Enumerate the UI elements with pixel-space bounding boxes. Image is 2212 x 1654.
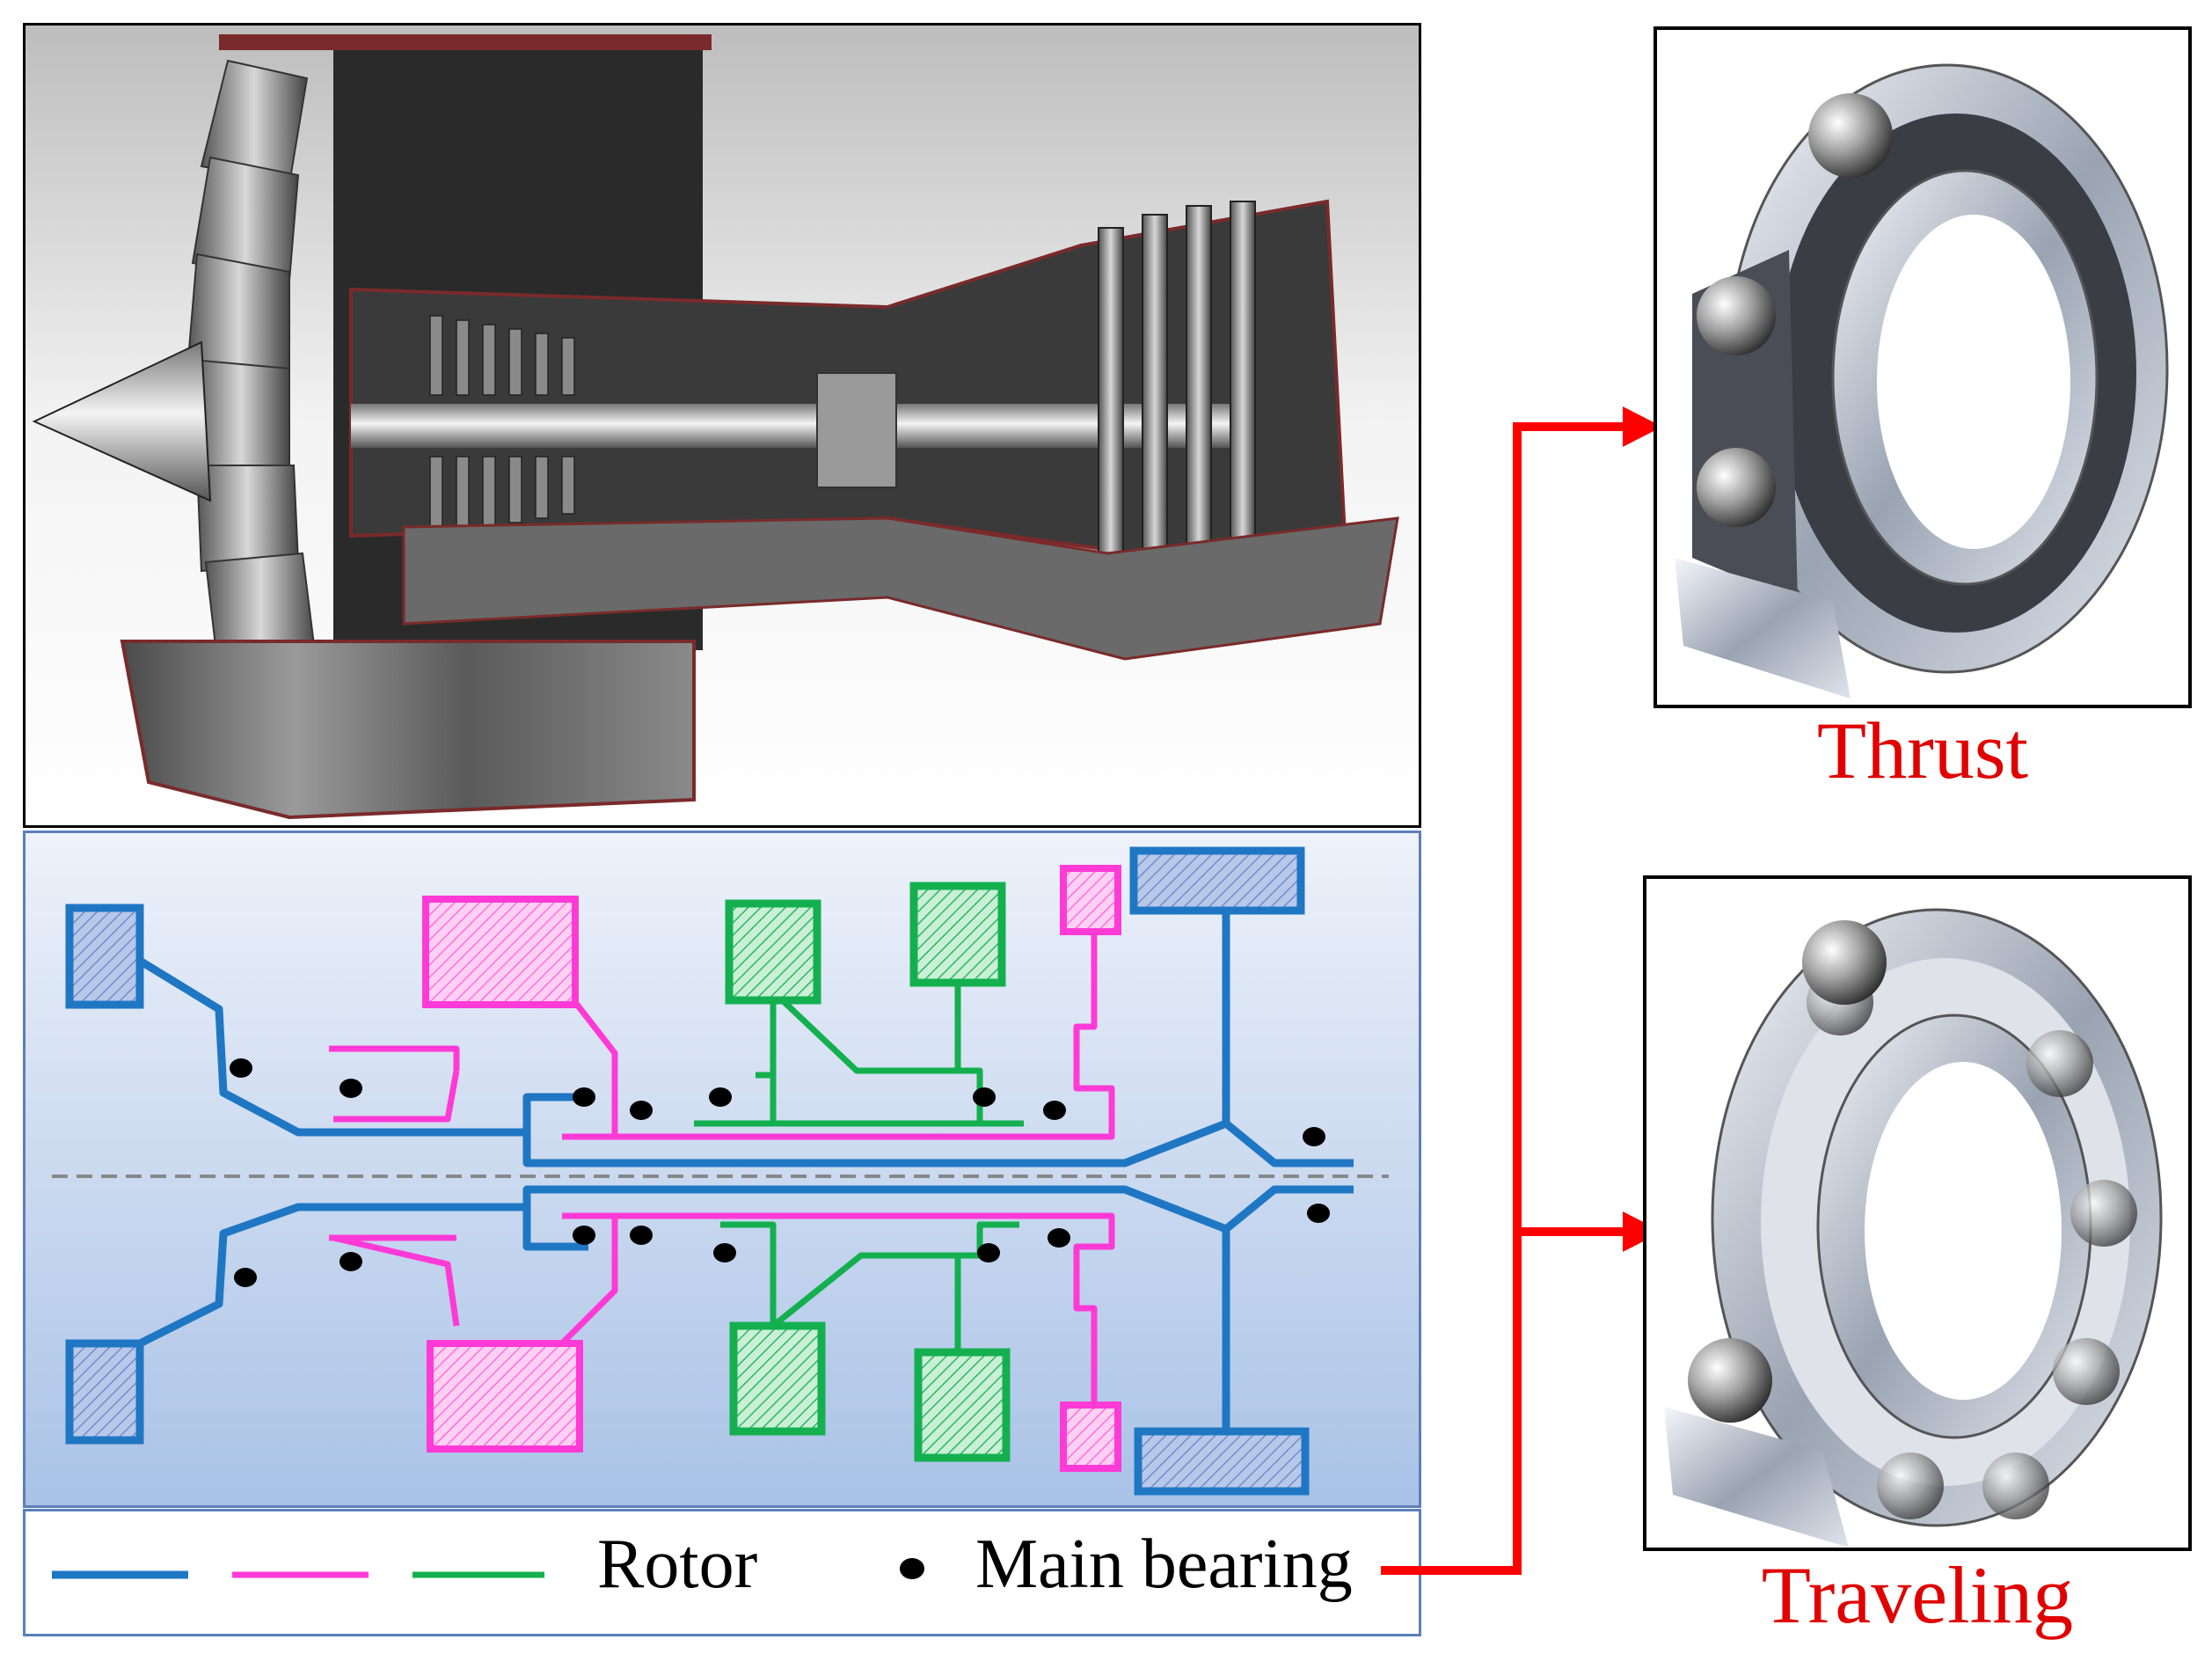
legend-bearing-label: Main bearing	[975, 1526, 1353, 1603]
low-pressure-turbine-block-lower	[1134, 1427, 1310, 1496]
main-shaft	[351, 404, 1230, 448]
intermediate-compressor-block-lower	[427, 1340, 583, 1453]
intermediate-turbine-block-upper	[1060, 865, 1121, 935]
legend: Rotor Main bearing	[23, 1509, 1421, 1636]
thrust-bearing-frame	[1654, 26, 2192, 708]
engine-cutaway-panel	[23, 23, 1421, 828]
legend-bearing-dot	[900, 1558, 924, 1579]
schematic-diagram	[52, 846, 1389, 1496]
connector-arrows	[1381, 406, 1662, 1575]
engine-cutaway-illustration	[26, 26, 1419, 825]
thrust-label: Thrust	[1816, 706, 2029, 795]
low-pressure-rotor	[137, 908, 1354, 1431]
traveling-bearing-image	[1664, 908, 2163, 1548]
main-bearing-dots	[230, 1058, 1330, 1287]
rotor-bearing-schematic	[23, 831, 1421, 1508]
low-pressure-fan-block-upper	[65, 904, 144, 1009]
rotor-legend-swatches	[52, 1570, 544, 1579]
arrow-to-thrust	[1381, 422, 1632, 1575]
high-pressure-compressor-block-lower	[729, 1321, 826, 1436]
thrust-bearing-image	[1675, 63, 2169, 699]
nacelle	[120, 640, 696, 820]
low-pressure-fan-block-lower	[65, 1339, 144, 1445]
low-pressure-turbine-block-upper	[1129, 846, 1305, 915]
high-pressure-rotor	[694, 970, 1024, 1361]
spinner-cone	[32, 340, 212, 502]
legend-rotor-label: Rotor	[597, 1526, 758, 1603]
high-pressure-turbine-block-upper	[909, 882, 1006, 987]
intermediate-compressor-block-upper	[422, 896, 579, 1008]
high-pressure-turbine-block-lower	[914, 1348, 1011, 1462]
traveling-bearing-frame	[1643, 875, 2192, 1551]
intermediate-turbine-block-lower	[1060, 1402, 1121, 1472]
high-pressure-compressor-block-upper	[725, 899, 821, 1005]
traveling-label: Traveling	[1761, 1550, 2074, 1640]
